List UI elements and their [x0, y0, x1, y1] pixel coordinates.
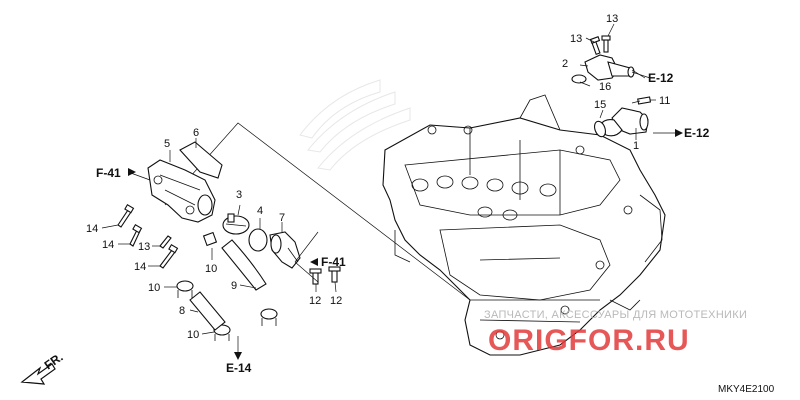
callout-9: 9	[231, 280, 237, 292]
ref-f41-left-label: F-41	[96, 166, 121, 180]
part-4-o-ring	[248, 228, 268, 252]
callout-4: 4	[257, 205, 263, 217]
part-16-o-ring	[571, 74, 587, 84]
part-10-clamp-right	[260, 308, 278, 326]
part-15-o-ring	[594, 120, 606, 138]
callout-1: 1	[633, 140, 639, 152]
part-10-clamp-small	[202, 231, 218, 247]
callout-13-side: 13	[570, 33, 582, 45]
part-14-bolt-c	[159, 244, 179, 269]
part-12-bolt-b	[328, 266, 341, 283]
ref-e14-label: E-14	[226, 361, 252, 375]
watermark-brand: ORIGFOR.RU	[488, 324, 690, 357]
callout-13-left: 13	[138, 241, 150, 253]
ref-f41-right: F-41	[310, 255, 346, 269]
front-direction-indicator: FR.	[20, 350, 66, 385]
watermark-tagline: ЗАПЧАСТИ, АКСЕССУАРЫ ДЛЯ МОТОТЕХНИКИ	[484, 309, 747, 321]
part-6-gasket	[179, 141, 223, 179]
ref-e12-top: E-12	[631, 69, 674, 85]
engine-block	[382, 94, 666, 356]
callout-10-lower: 10	[148, 282, 160, 294]
callout-12-right: 12	[330, 295, 342, 307]
brand-wing-watermark	[299, 79, 411, 171]
diagram-code: MKY4E2100	[718, 384, 775, 395]
ref-f41-left: F-41	[96, 166, 136, 180]
callout-14-c: 14	[134, 261, 146, 273]
part-5-thermostat-housing	[147, 159, 216, 223]
callout-10-bottom: 10	[187, 329, 199, 341]
part-9-hose	[221, 239, 267, 291]
part-7-water-joint	[269, 231, 301, 269]
part-10-clamp-lower	[176, 280, 194, 298]
callout-12-left: 12	[309, 295, 321, 307]
part-8-hose	[189, 291, 226, 331]
callout-15: 15	[594, 99, 606, 111]
ref-f41-right-label: F-41	[321, 255, 346, 269]
callout-3: 3	[236, 189, 242, 201]
ref-e12-top-label: E-12	[648, 71, 674, 85]
callout-13-top: 13	[606, 13, 618, 25]
ref-e12-mid-label: E-12	[684, 126, 710, 140]
part-14-bolt-b	[129, 224, 143, 247]
callout-5: 5	[164, 138, 170, 150]
callout-6: 6	[193, 127, 199, 139]
callout-14-b: 14	[102, 239, 114, 251]
part-11-bolt	[631, 96, 652, 105]
callout-14-a: 14	[86, 223, 98, 235]
part-13-bolt-upper	[601, 35, 611, 53]
callout-8: 8	[179, 305, 185, 317]
callout-11: 11	[659, 95, 670, 107]
part-13-bolt-left	[159, 235, 172, 249]
part-13-bolt-side	[589, 36, 601, 56]
part-14-bolt-a	[117, 204, 135, 228]
callout-7: 7	[279, 212, 285, 224]
ref-e14: E-14	[226, 352, 252, 375]
callout-16: 16	[599, 81, 611, 93]
ref-e12-mid: E-12	[675, 126, 710, 140]
callout-2: 2	[562, 58, 568, 70]
part-3-thermostat	[222, 213, 250, 235]
part-1-water-joint	[599, 107, 649, 137]
part-2-water-joint	[584, 54, 635, 81]
callout-10-upper: 10	[205, 263, 217, 275]
